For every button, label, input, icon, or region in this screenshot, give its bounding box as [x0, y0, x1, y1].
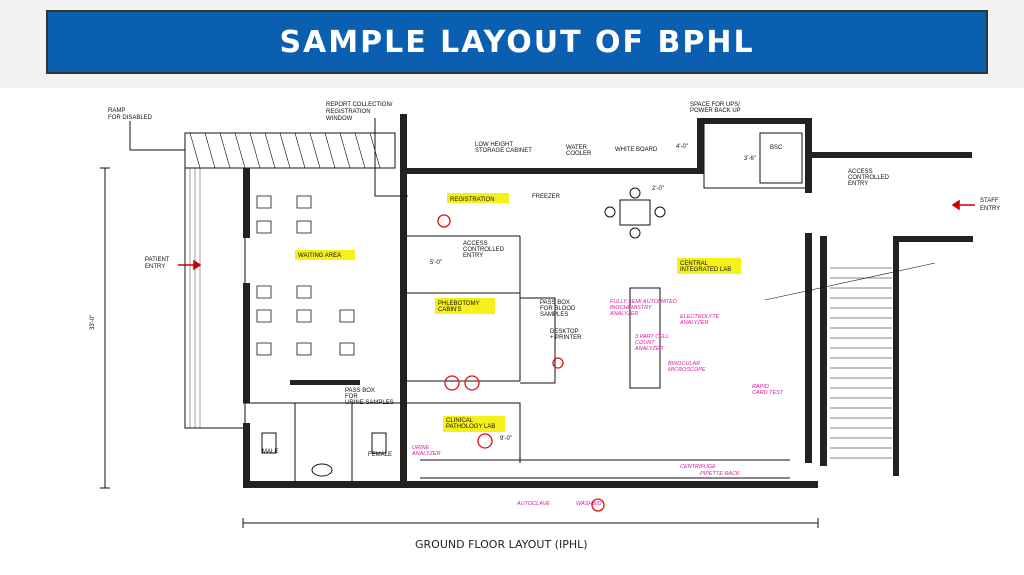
label-passbox3: SAMPLES [540, 312, 568, 318]
wall [290, 380, 360, 385]
label-whiteboard: WHITE BOARD [615, 147, 658, 153]
label-report3: WINDOW [326, 116, 353, 122]
label-passbox1: PASS BOX [540, 300, 570, 306]
equip-microscope2: MICROSCOPE [668, 367, 706, 373]
label-passbox2: FOR BLOOD [540, 306, 576, 312]
label-male: MALE [262, 449, 278, 455]
equip-urine1: URINE [412, 445, 429, 451]
label-clinical1: CLINICAL [446, 418, 474, 424]
label-ups2: POWER BACK UP [690, 108, 741, 114]
label-ramp2: FOR DISABLED [108, 115, 153, 121]
equip-rapid1: RAPID [752, 384, 769, 390]
label-ramp: RAMP [108, 108, 125, 114]
wall [697, 118, 807, 124]
dim-height: 33'-0" [90, 315, 96, 330]
wall [805, 118, 812, 193]
label-report2: REGISTRATION [326, 109, 371, 115]
label-central1: CENTRAL [680, 261, 709, 267]
label-registration: REGISTRATION [450, 197, 495, 203]
equip-urine2: ANALYZER [411, 451, 441, 457]
label-storage1: LOW HEIGHT [475, 142, 513, 148]
wall [893, 236, 973, 242]
wall [893, 236, 899, 476]
label-access-entry1: ACCESS [463, 241, 488, 247]
equip-pipette: PIPETTE RACK [700, 471, 740, 477]
label-urinebox3: URINE SAMPLES [345, 400, 394, 406]
label-bsc: BSC [770, 145, 783, 151]
equip-biochem3: ANALYZER [609, 311, 639, 317]
label-report1: REPORT COLLECTION/ [326, 102, 393, 108]
equip-biochem1: FULLY SEMI AUTOMATED [610, 299, 677, 305]
label-access3: ENTRY [848, 181, 868, 187]
dim-door-c: 4'-0" [676, 144, 688, 150]
wall [697, 118, 704, 174]
equip-cellcount1: 3 PART CELL [635, 334, 669, 340]
label-clinical2: PATHOLOGY LAB [446, 424, 495, 430]
title-banner: SAMPLE LAYOUT OF BPHL [46, 10, 988, 74]
dim-door-b: 5'-0" [430, 260, 442, 266]
dim-door-e: 2'-0" [652, 186, 664, 192]
label-patient2: ENTRY [145, 264, 165, 270]
label-freezer: FREEZER [532, 194, 561, 200]
floor-plan: RAMP FOR DISABLED REPORT COLLECTION/ REG… [90, 102, 1000, 551]
wall [243, 423, 250, 488]
equip-microscope1: BINOCULAR [668, 361, 700, 367]
label-phlebotomy1: PHLEBOTOMY [438, 301, 480, 307]
label-water1: WATER [566, 145, 588, 151]
wall [243, 283, 250, 403]
wall [407, 168, 697, 174]
equip-electrolyte1: ELECTROLYTE [680, 314, 720, 320]
wall [243, 168, 250, 238]
dim-door-d: 3'-6" [744, 156, 756, 162]
label-central2: INTEGRATED LAB [680, 267, 731, 273]
ramp-side [184, 167, 246, 429]
equip-autoclave: AUTOCLAVE [516, 501, 550, 507]
label-staff2: ENTRY [980, 206, 1000, 212]
wall [820, 236, 827, 466]
wall [400, 114, 407, 488]
equip-biochem2: BIOCHEMISTRY [610, 305, 652, 311]
plan-caption: GROUND FLOOR LAYOUT (IPHL) [415, 538, 588, 551]
equip-electrolyte2: ANALYZER [679, 320, 709, 326]
wall [243, 481, 818, 488]
equip-rapid2: CARD TEST [752, 390, 784, 396]
equip-cellcount3: ANALYZER [634, 346, 664, 352]
label-urinebox2: FOR [345, 394, 358, 400]
dim-door-a: 9'-0" [500, 436, 512, 442]
label-patient1: PATIENT [145, 257, 170, 263]
label-access1: ACCESS [848, 169, 873, 175]
label-phlebotomy2: CABIN'S [438, 307, 461, 313]
equip-washbid: WASHBID [576, 501, 602, 507]
wall [810, 152, 972, 158]
label-desktop1: DESKTOP [550, 329, 579, 335]
label-access-entry3: ENTRY [463, 253, 483, 259]
label-female: FEMALE [368, 452, 392, 458]
label-access2: CONTROLLED [848, 175, 890, 181]
label-waiting: WAITING AREA [298, 253, 341, 259]
label-storage2: STORAGE CABINET [475, 148, 532, 154]
label-desktop2: + PRINTER [550, 335, 582, 341]
equip-centrifuge: CENTRIFUGE [680, 464, 716, 470]
label-urinebox1: PASS BOX [345, 388, 375, 394]
label-staff1: STAFF [980, 198, 999, 204]
page-title: SAMPLE LAYOUT OF BPHL [279, 24, 755, 60]
label-water2: COOLER [566, 151, 592, 157]
equip-cellcount2: COUNT [635, 340, 655, 346]
label-access-entry2: CONTROLLED [463, 247, 505, 253]
label-ups1: SPACE FOR UPS/ [690, 102, 740, 108]
wall [805, 233, 812, 463]
